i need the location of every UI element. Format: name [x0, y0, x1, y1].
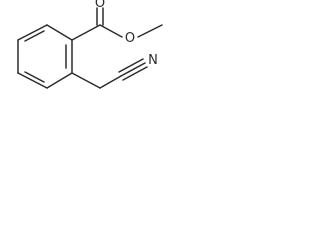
nitrile-nitrogen-label: N	[148, 53, 158, 68]
ring-bond-6	[17, 24, 48, 41]
ring-bond-4	[17, 72, 48, 89]
carbonyl-oxygen-label: O	[95, 0, 105, 11]
ring-double-bond-inner-2	[24, 71, 45, 83]
ch2-to-nitrile-carbon-bond	[99, 75, 122, 89]
ring-to-carbonyl-bond	[71, 24, 101, 41]
ring-bond-1	[46, 24, 73, 41]
nitrile-triple-bond-a	[120, 62, 146, 77]
ester-oxygen-to-methyl-bond	[137, 24, 163, 38]
nitrile-triple-bond-c	[122, 66, 148, 81]
ring-bond-3	[46, 72, 73, 89]
carbonyl-to-ester-oxygen-bond	[99, 24, 123, 38]
nitrile-triple-bond-b	[118, 58, 144, 73]
structural-formula: O O N	[17, 0, 163, 89]
ring-to-ch2-bond	[71, 72, 101, 89]
ring-double-bond-inner-3	[24, 30, 45, 42]
ester-oxygen-label: O	[125, 31, 135, 46]
